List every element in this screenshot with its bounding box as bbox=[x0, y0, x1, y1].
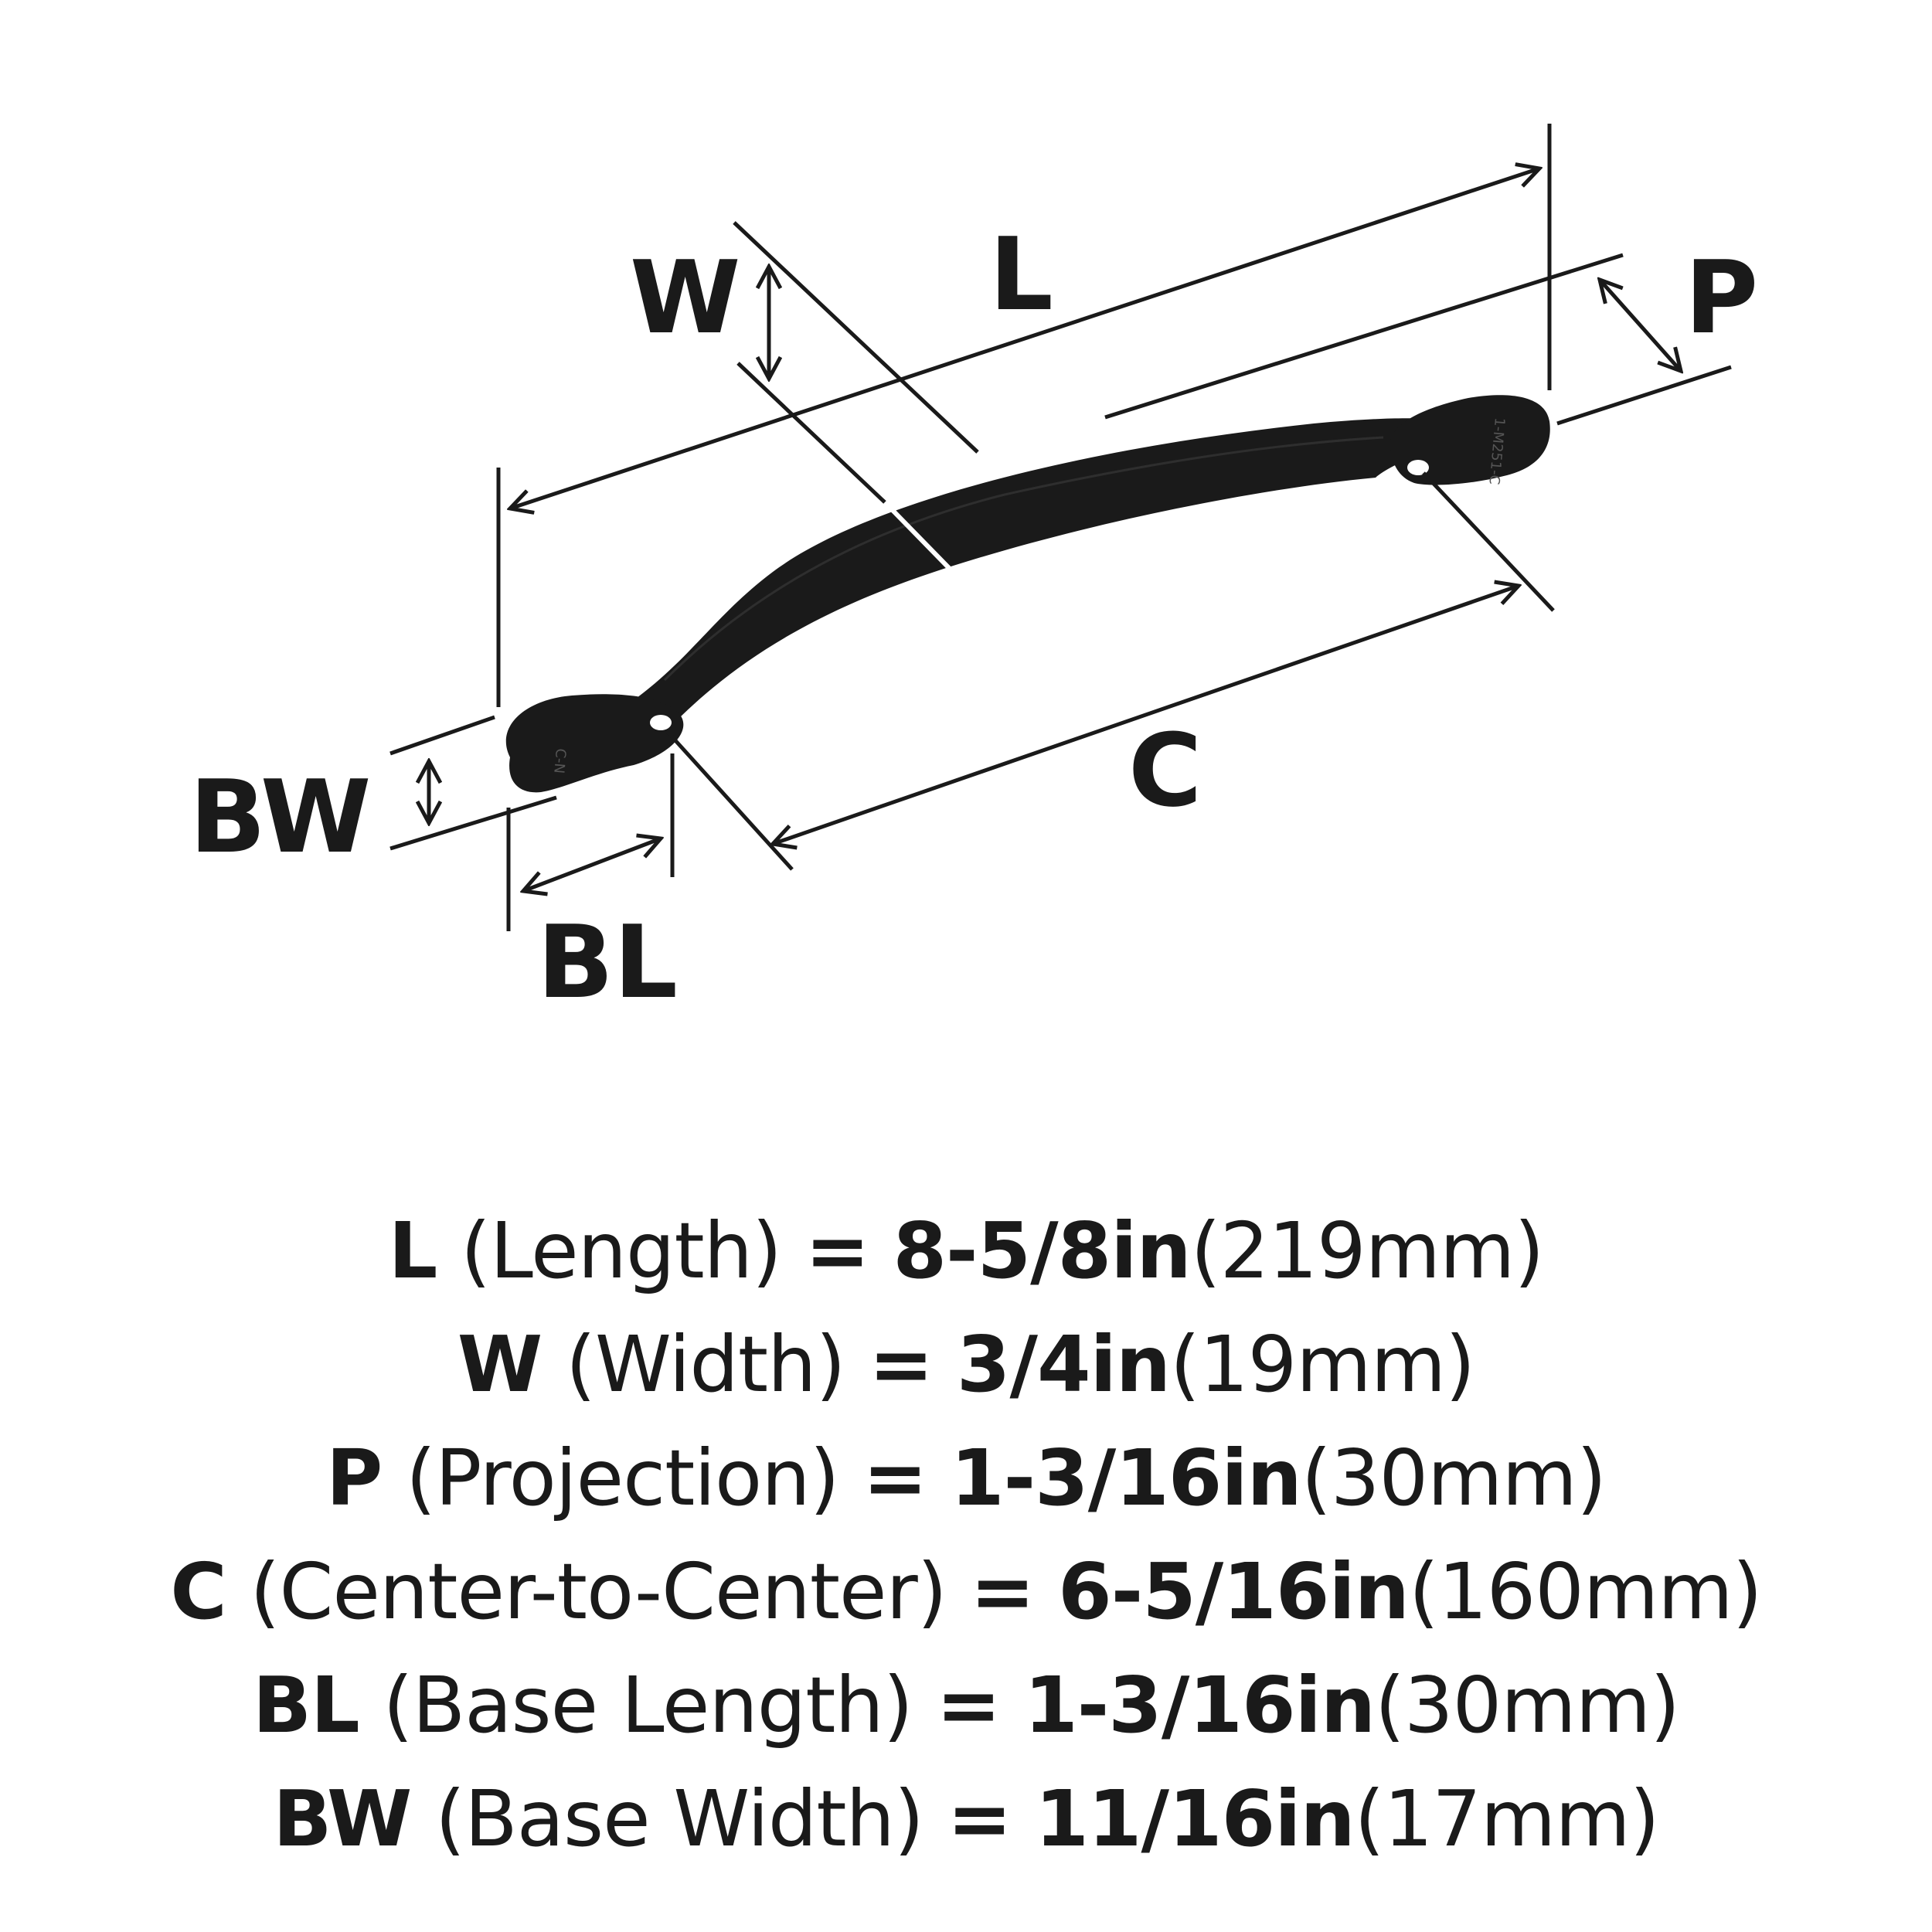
center-extension-right bbox=[1422, 471, 1555, 612]
screw-hole-left bbox=[650, 715, 672, 730]
label-base-width: BW bbox=[189, 758, 371, 876]
spec-row: BW (Base Width) = 11/16in(17mm) bbox=[273, 1762, 1660, 1876]
spec-metric-value: (160mm) bbox=[1408, 1546, 1763, 1637]
center-arrow bbox=[773, 586, 1519, 844]
part-text-left: C-N bbox=[550, 748, 569, 774]
spec-imperial-value: 8-5/8in bbox=[893, 1206, 1191, 1296]
spec-row: BL (Base Length) = 1-3/16in(30mm) bbox=[252, 1648, 1680, 1762]
specification-list: L (Length) = 8-5/8in(219mm)W (Width) = 3… bbox=[0, 1194, 1932, 1876]
spec-row: L (Length) = 8-5/8in(219mm) bbox=[388, 1194, 1545, 1308]
dimension-length: L bbox=[496, 124, 1552, 707]
base-width-extension-upper bbox=[389, 715, 495, 756]
projection-arrow bbox=[1600, 280, 1681, 371]
handle-bar bbox=[618, 418, 1456, 731]
spec-metric-value: (19mm) bbox=[1170, 1319, 1475, 1410]
spec-imperial-value: 1-3/16in bbox=[1024, 1660, 1376, 1750]
spec-metric-value: (30mm) bbox=[1301, 1433, 1607, 1523]
spec-description: (Base Length) bbox=[383, 1660, 913, 1750]
spec-equals: = bbox=[869, 1319, 934, 1410]
width-extension-lower-white bbox=[883, 500, 951, 570]
spec-key: BW bbox=[273, 1774, 412, 1864]
spec-imperial-value: 3/4in bbox=[956, 1319, 1171, 1410]
dimension-width: W bbox=[630, 221, 979, 570]
width-extension-upper bbox=[733, 221, 979, 454]
label-width: W bbox=[630, 239, 740, 356]
spec-key: P bbox=[326, 1433, 383, 1523]
spec-description: (Center-to-Center) bbox=[250, 1546, 947, 1637]
dimension-center-to-center: C bbox=[665, 471, 1555, 871]
spec-description: (Base Width) bbox=[435, 1774, 924, 1864]
spec-imperial-value: 6-5/16in bbox=[1058, 1546, 1410, 1637]
label-projection: P bbox=[1685, 239, 1758, 356]
dimension-base-width: BW bbox=[189, 715, 557, 876]
dimension-base-length: BL bbox=[506, 753, 678, 1021]
dimension-diagram: C-N 1-M251-C L W P C BW bbox=[189, 124, 1758, 1021]
projection-extension-upper bbox=[1104, 253, 1624, 420]
handle-base-left bbox=[505, 694, 684, 793]
spec-metric-value: (30mm) bbox=[1375, 1660, 1680, 1750]
spec-metric-value: (219mm) bbox=[1190, 1206, 1545, 1296]
label-base-length: BL bbox=[537, 903, 678, 1021]
spec-imperial-value: 11/16in bbox=[1035, 1774, 1355, 1864]
spec-description: (Width) bbox=[565, 1319, 846, 1410]
spec-key: L bbox=[388, 1206, 438, 1296]
spec-metric-value: (17mm) bbox=[1354, 1774, 1660, 1864]
base-length-arrow bbox=[523, 838, 661, 891]
spec-row: P (Projection) = 1-3/16in(30mm) bbox=[326, 1421, 1607, 1535]
spec-description: (Length) bbox=[461, 1206, 782, 1296]
spec-description: (Projection) bbox=[406, 1433, 840, 1523]
projection-extension-lower bbox=[1556, 365, 1732, 426]
label-center: C bbox=[1128, 712, 1202, 829]
spec-row: C (Center-to-Center) = 6-5/16in(160mm) bbox=[170, 1535, 1763, 1648]
spec-equals: = bbox=[947, 1774, 1012, 1864]
label-length: L bbox=[989, 216, 1053, 333]
length-arrow bbox=[510, 168, 1539, 509]
cabinet-pull-handle: C-N 1-M251-C bbox=[505, 395, 1550, 793]
dimension-projection: P bbox=[1104, 239, 1758, 426]
spec-key: BL bbox=[252, 1660, 360, 1750]
spec-equals: = bbox=[936, 1660, 1002, 1750]
spec-equals: = bbox=[862, 1433, 927, 1523]
base-width-extension-lower bbox=[389, 795, 557, 851]
spec-row: W (Width) = 3/4in(19mm) bbox=[457, 1308, 1475, 1421]
spec-equals: = bbox=[804, 1206, 870, 1296]
center-extension-left bbox=[665, 729, 794, 871]
spec-key: C bbox=[170, 1546, 226, 1637]
spec-equals: = bbox=[970, 1546, 1036, 1637]
spec-key: W bbox=[457, 1319, 543, 1410]
spec-imperial-value: 1-3/16in bbox=[951, 1433, 1302, 1523]
width-extension-lower bbox=[736, 362, 886, 504]
